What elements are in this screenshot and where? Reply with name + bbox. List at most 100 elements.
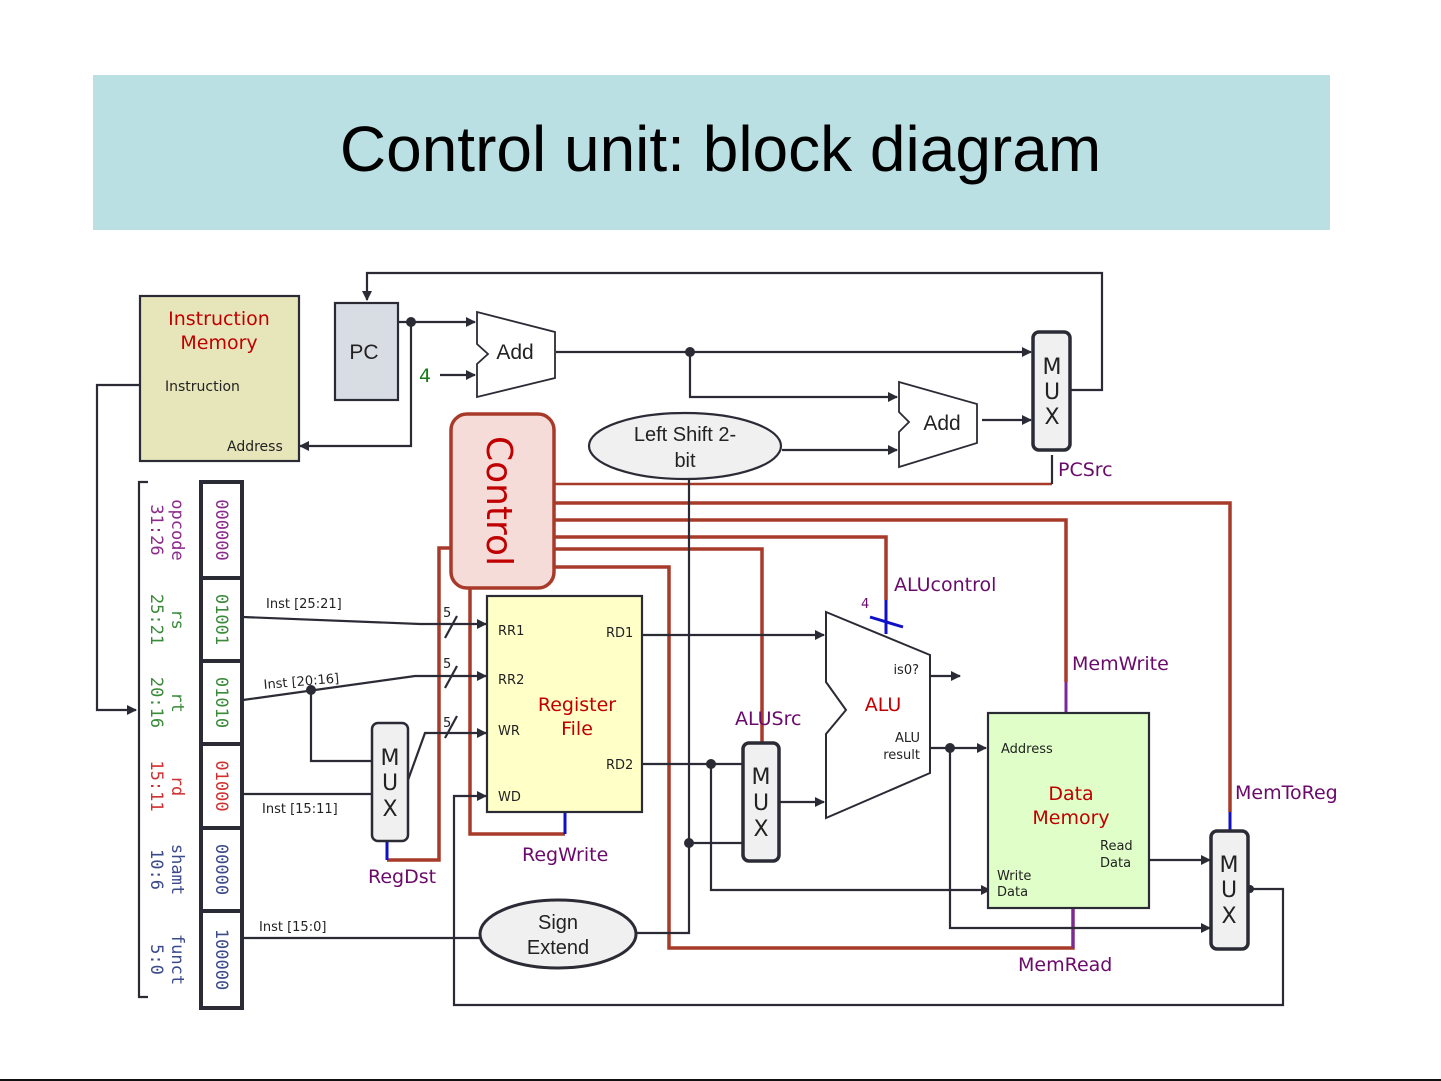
svg-text:X: X — [753, 817, 768, 842]
svg-text:bit: bit — [674, 450, 696, 472]
svg-text:Read: Read — [1100, 839, 1133, 854]
constant-four: 4 — [419, 365, 431, 387]
inst-25-21-label: Inst [25:21] — [266, 597, 342, 612]
title-banner — [93, 75, 1330, 230]
instruction-memory-title-2: Memory — [180, 332, 257, 354]
svg-text:Sign: Sign — [538, 912, 578, 934]
field-name-opcode: opcode — [167, 499, 187, 560]
field-bits-rd: 15:11 — [146, 760, 166, 811]
pc-label: PC — [349, 341, 378, 364]
data-memory: Address Data Memory Read Data Write Data — [986, 711, 1151, 910]
datapath-wires — [95, 271, 1285, 1007]
wire-labels: Inst [25:21] Inst [20:16] Inst [15:11] I… — [259, 597, 869, 935]
svg-text:Memory: Memory — [1032, 807, 1109, 829]
field-bits-rt: 20:16 — [146, 677, 166, 728]
alucontrol-label: ALUcontrol — [894, 574, 996, 596]
svg-text:U: U — [1221, 878, 1237, 903]
left-shift-2bit: Left Shift 2- bit — [587, 411, 783, 481]
svg-text:U: U — [382, 771, 398, 796]
field-box-rt — [199, 659, 244, 746]
field-name-rd: rd — [167, 776, 187, 796]
field-box-opcode — [199, 480, 244, 580]
svg-text:RD1: RD1 — [606, 626, 633, 641]
field-name-funct: funct — [167, 934, 187, 985]
alu: ALU is0? ALU result — [825, 610, 931, 820]
memtoreg-label: MemToReg — [1235, 782, 1338, 804]
field-value-opcode: 000000 — [211, 499, 231, 560]
svg-text:File: File — [561, 718, 593, 740]
slide-title: Control unit: block diagram — [339, 113, 1102, 185]
alusrc-mux: M U X — [741, 741, 781, 863]
instruction-memory: Instruction Memory Instruction Address — [138, 294, 301, 463]
bottom-divider — [0, 1079, 1441, 1081]
regdst-label: RegDst — [368, 866, 436, 888]
memwrite-label: MemWrite — [1072, 653, 1169, 675]
regdst-mux: M U X — [370, 721, 410, 843]
svg-text:Data: Data — [1100, 856, 1131, 871]
svg-text:Register: Register — [538, 694, 616, 716]
field-value-rt: 01010 — [211, 677, 231, 728]
svg-text:M: M — [1220, 853, 1239, 878]
svg-text:ALU: ALU — [865, 694, 902, 716]
inst-15-11-label: Inst [15:11] — [262, 802, 338, 817]
inst-15-0-label: Inst [15:0] — [259, 920, 326, 935]
alucontrol-width: 4 — [861, 597, 869, 612]
wr-width: 5 — [443, 716, 451, 731]
instruction-memory-title-1: Instruction — [168, 308, 270, 330]
field-bits-opcode: 31:26 — [146, 504, 166, 555]
instruction-fields: 000000opcode31:2601001rs25:2101010rt20:1… — [137, 480, 244, 1010]
field-name-rt: rt — [167, 692, 187, 712]
field-bits-shamt: 10:6 — [146, 849, 166, 890]
rr2-width: 5 — [443, 657, 451, 672]
svg-text:X: X — [1221, 904, 1236, 929]
branch-adder: Add — [898, 380, 978, 469]
svg-text:WD: WD — [498, 790, 521, 805]
regwrite-label: RegWrite — [522, 844, 608, 866]
svg-text:X: X — [382, 797, 397, 822]
address-port-label: Address — [227, 439, 283, 455]
field-name-rs: rs — [167, 609, 187, 629]
field-value-shamt: 00000 — [211, 844, 231, 895]
register-file: RR1 RR2 WR WD RD1 RD2 Register File — [485, 594, 644, 814]
field-value-funct: 100000 — [211, 929, 231, 990]
svg-text:U: U — [753, 791, 769, 816]
svg-text:Data: Data — [997, 885, 1028, 900]
svg-text:M: M — [1043, 355, 1062, 380]
regdst-wire — [387, 546, 450, 862]
svg-text:M: M — [381, 746, 400, 771]
pcsrc-label: PCSrc — [1058, 459, 1113, 481]
svg-text:RR1: RR1 — [498, 624, 524, 639]
inst-20-16-label: Inst [20:16] — [263, 671, 340, 693]
svg-text:U: U — [1044, 380, 1060, 405]
field-value-rs: 01001 — [211, 594, 231, 645]
control-wires — [385, 455, 1232, 950]
svg-text:is0?: is0? — [893, 663, 919, 678]
sign-extend: Sign Extend — [478, 898, 638, 970]
svg-text:WR: WR — [498, 724, 520, 739]
pc-adder-label: Add — [496, 341, 533, 364]
field-box-shamt — [199, 826, 244, 913]
memread-label: MemRead — [1018, 954, 1112, 976]
svg-text:Write: Write — [997, 869, 1031, 884]
alusrc-wire — [555, 547, 764, 745]
svg-text:X: X — [1044, 405, 1059, 430]
memtoreg-mux: M U X — [1209, 829, 1250, 951]
field-value-rd: 01000 — [211, 760, 231, 811]
pc-adder: Add — [476, 310, 556, 399]
svg-text:RR2: RR2 — [498, 673, 524, 688]
pc-register: PC — [333, 301, 400, 402]
rr1-width: 5 — [443, 606, 451, 621]
alusrc-label: ALUSrc — [735, 708, 801, 730]
control-signal-labels: PCSrc ALUcontrol MemWrite ALUSrc MemToRe… — [368, 459, 1338, 976]
field-box-funct — [199, 909, 244, 1010]
memtoreg-wire — [555, 501, 1232, 812]
svg-text:RD2: RD2 — [606, 758, 633, 773]
pcsrc-mux: M U X — [1031, 330, 1072, 452]
svg-text:ALU: ALU — [895, 731, 920, 746]
svg-text:M: M — [752, 765, 771, 790]
svg-text:Address: Address — [1001, 742, 1053, 757]
memwrite-wire — [555, 518, 1068, 682]
svg-text:result: result — [883, 748, 920, 763]
field-bits-funct: 5:0 — [146, 944, 166, 975]
